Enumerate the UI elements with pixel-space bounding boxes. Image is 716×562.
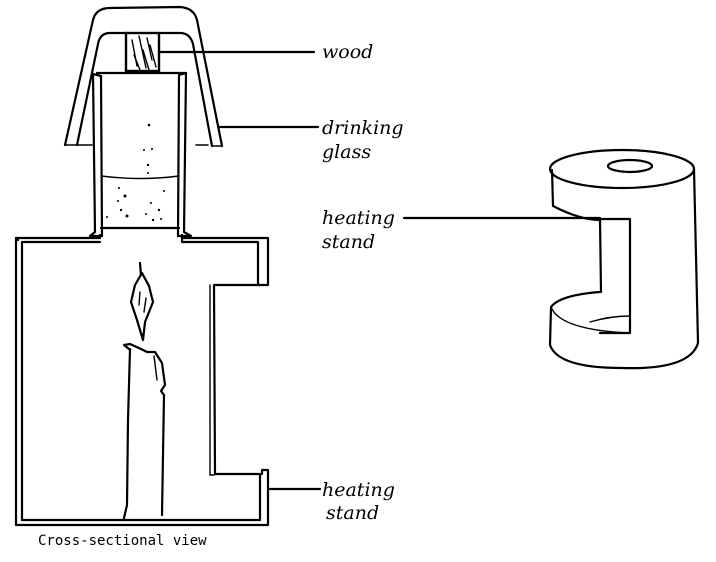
label-heating-stand-3d-2: stand bbox=[322, 231, 375, 253]
label-heating-stand-3d-1: heating bbox=[322, 207, 395, 229]
label-heating-stand-section-2: stand bbox=[326, 502, 379, 524]
label-heating-stand-section-1: heating bbox=[322, 479, 395, 501]
label-drinking-glass-1: drinking bbox=[322, 117, 404, 139]
liquid-bubbles bbox=[106, 123, 165, 222]
figure-caption: Cross-sectional view bbox=[38, 533, 207, 549]
leader-lines bbox=[157, 50, 602, 491]
wood-block bbox=[124, 31, 161, 73]
heating-stand-3d bbox=[548, 148, 700, 370]
inner-glass bbox=[88, 71, 193, 238]
drinking-glass bbox=[63, 5, 224, 148]
label-drinking-glass-2: glass bbox=[322, 141, 371, 163]
candle bbox=[122, 261, 167, 520]
heating-stand-section bbox=[14, 233, 270, 527]
label-wood: wood bbox=[322, 41, 373, 63]
